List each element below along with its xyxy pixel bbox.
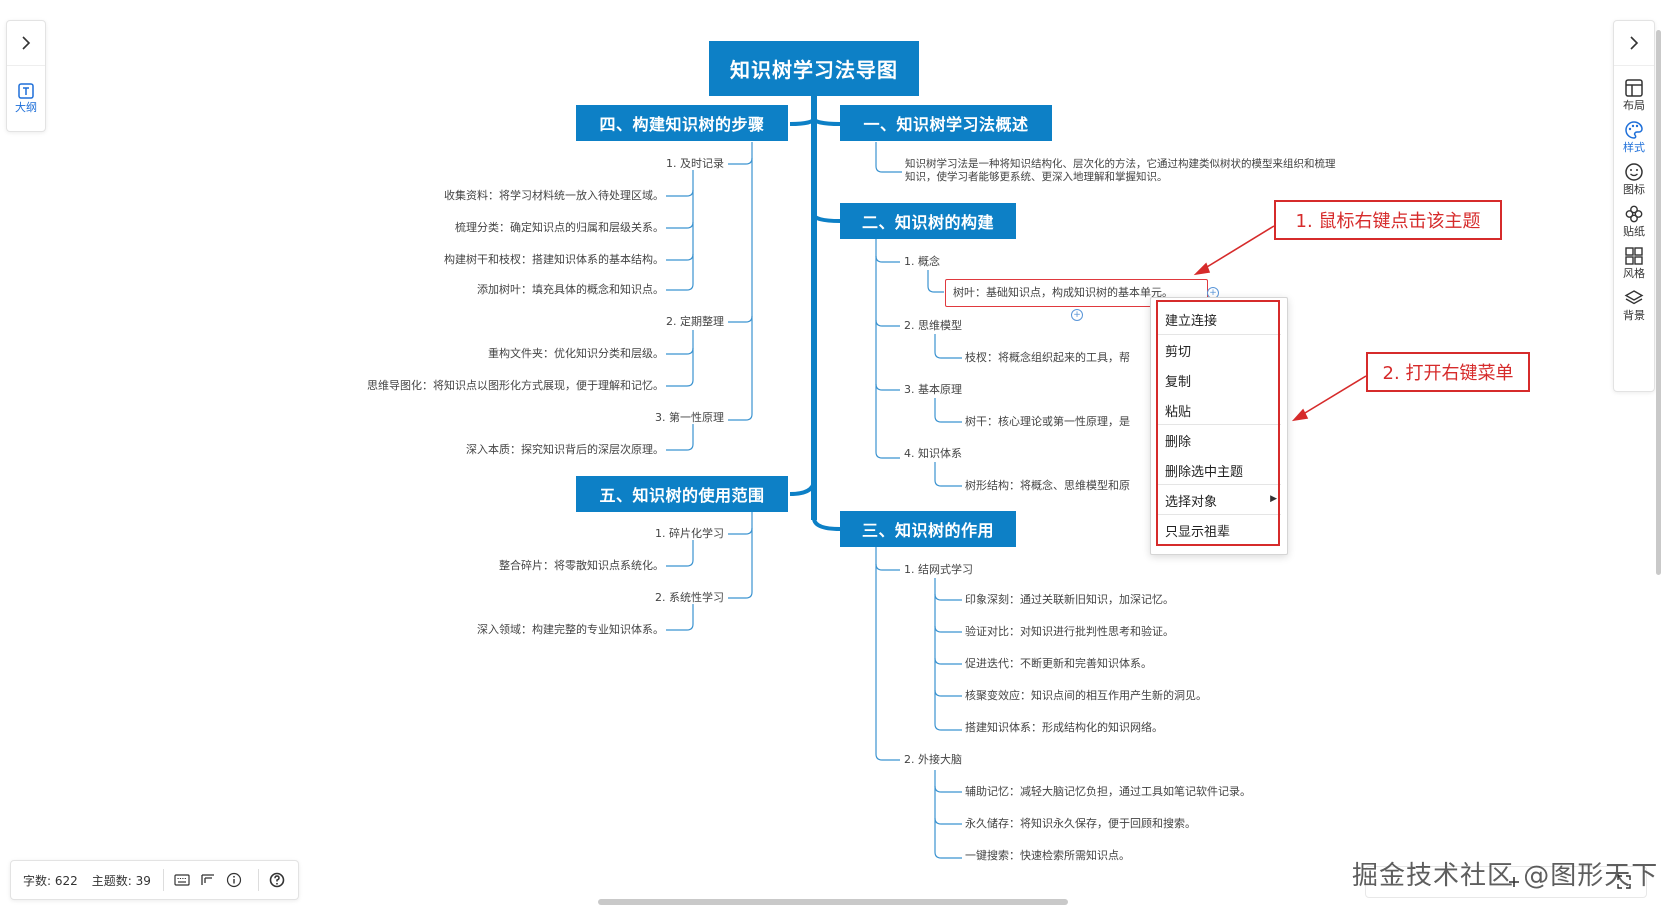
leaf-topic[interactable]: 整合碎片：将零散知识点系统化。: [499, 559, 664, 572]
watermark: 掘金技术社区 @图形天下: [1352, 861, 1659, 891]
subtopic[interactable]: 4. 知识体系: [904, 447, 962, 460]
status-bar: 字数: 622 主题数: 39: [10, 860, 299, 900]
leaf-topic[interactable]: 一键搜索：快速检索所需知识点。: [965, 849, 1130, 862]
menu-item-delete-selected[interactable]: 删除选中主题: [1165, 465, 1244, 480]
branch-steps[interactable]: 四、构建知识树的步骤: [576, 105, 788, 141]
vertical-scrollbar[interactable]: [1656, 30, 1661, 575]
outline-tool-label: 大纲: [15, 101, 37, 114]
background-tool[interactable]: 背景: [1614, 284, 1654, 326]
word-count: 字数: 622: [23, 873, 78, 888]
leaf-topic[interactable]: 收集资料：将学习材料统一放入待处理区域。: [444, 189, 664, 202]
icon-tool-label: 图标: [1623, 183, 1645, 196]
leaf-topic[interactable]: 搭建知识体系：形成结构化的知识网络。: [965, 721, 1163, 734]
status-divider: [162, 869, 164, 891]
leaf-topic[interactable]: 深入领域：构建完整的专业知识体系。: [477, 623, 664, 636]
right-panel: 布局 样式 图标 贴纸 风格 背景: [1613, 20, 1655, 392]
theme-style-tool[interactable]: 风格: [1614, 242, 1654, 284]
menu-divider: [1157, 334, 1281, 335]
leaf-topic-selected[interactable]: 树叶：基础知识点，构成知识树的基本单元。: [953, 286, 1173, 299]
leaf-topic[interactable]: 验证对比：对知识进行批判性思考和验证。: [965, 625, 1174, 638]
text-outline-icon: [18, 83, 34, 99]
palette-icon: [1625, 121, 1643, 139]
minimap-icon[interactable]: [198, 870, 218, 890]
callout-right-click: 1. 鼠标右键点击该主题: [1274, 200, 1502, 240]
layout-tool[interactable]: 布局: [1614, 74, 1654, 116]
submenu-arrow-icon: ▶: [1270, 494, 1277, 504]
fullscreen-icon[interactable]: [1616, 874, 1632, 890]
menu-item-show-ancestors[interactable]: 只显示祖辈: [1165, 525, 1231, 540]
leaf-topic[interactable]: 添加树叶：填充具体的概念和知识点。: [477, 283, 664, 296]
expand-right-panel-button[interactable]: [1614, 21, 1654, 66]
overview-desc[interactable]: 知识树学习法是一种将知识结构化、层次化的方法，它通过构建类似树状的模型来组织和梳…: [905, 158, 1336, 183]
status-divider: [257, 869, 259, 891]
leaf-topic[interactable]: 重构文件夹：优化知识分类和层级。: [488, 347, 664, 360]
branch-scope[interactable]: 五、知识树的使用范围: [576, 476, 788, 512]
root-topic[interactable]: 知识树学习法导图: [709, 41, 919, 96]
zoom-in-icon[interactable]: [1506, 874, 1522, 890]
subtopic[interactable]: 2. 思维模型: [904, 319, 962, 332]
menu-item-copy[interactable]: 复制: [1165, 375, 1192, 390]
grid-style-icon: [1625, 247, 1643, 265]
sticker-icon: [1625, 205, 1643, 223]
outline-tool[interactable]: 大纲: [7, 66, 45, 118]
leaf-topic[interactable]: 深入本质：探究知识背后的深层次原理。: [466, 443, 664, 456]
menu-item-cut[interactable]: 剪切: [1165, 345, 1192, 360]
menu-divider: [1157, 514, 1281, 515]
layout-tool-label: 布局: [1623, 99, 1645, 112]
subtopic[interactable]: 3. 第一性原理: [655, 411, 724, 424]
subtopic[interactable]: 2. 定期整理: [666, 315, 724, 328]
menu-divider: [1157, 424, 1281, 425]
sticker-tool[interactable]: 贴纸: [1614, 200, 1654, 242]
leaf-topic[interactable]: 印象深刻：通过关联新旧知识，加深记忆。: [965, 593, 1174, 606]
theme-style-tool-label: 风格: [1623, 267, 1645, 280]
leaf-topic[interactable]: 辅助记忆：减轻大脑记忆负担，通过工具如笔记软件记录。: [965, 785, 1251, 798]
sticker-tool-label: 贴纸: [1623, 225, 1645, 238]
keyboard-icon[interactable]: [172, 870, 192, 890]
leaf-topic[interactable]: 思维导图化：将知识点以图形化方式展现，便于理解和记忆。: [367, 379, 664, 392]
add-sibling-icon[interactable]: +: [1071, 309, 1083, 321]
style-tool[interactable]: 样式: [1614, 116, 1654, 158]
chevron-right-icon: [1630, 36, 1639, 50]
context-menu: 建立连接 剪切 复制 粘贴 删除 删除选中主题 选择对象 ▶ 只显示祖辈: [1150, 297, 1288, 555]
left-panel: 大纲: [6, 20, 46, 132]
layout-icon: [1625, 79, 1643, 97]
subtopic[interactable]: 2. 系统性学习: [655, 591, 724, 604]
menu-divider: [1157, 484, 1281, 485]
layers-icon: [1624, 290, 1644, 305]
background-tool-label: 背景: [1623, 309, 1645, 322]
topic-count: 主题数: 39: [91, 873, 151, 888]
style-tool-label: 样式: [1623, 141, 1645, 154]
icon-tool[interactable]: 图标: [1614, 158, 1654, 200]
branch-overview[interactable]: 一、知识树学习法概述: [840, 105, 1052, 141]
info-icon[interactable]: [224, 870, 244, 890]
subtopic[interactable]: 3. 基本原理: [904, 383, 962, 396]
help-icon[interactable]: [267, 870, 287, 890]
smiley-icon: [1625, 163, 1643, 181]
menu-item-delete[interactable]: 删除: [1165, 435, 1192, 450]
branch-function[interactable]: 三、知识树的作用: [840, 511, 1016, 547]
zoom-toolbar: [1365, 866, 1647, 898]
menu-item-select-object[interactable]: 选择对象: [1165, 495, 1218, 510]
menu-item-paste[interactable]: 粘贴: [1165, 405, 1192, 420]
menu-item-create-link[interactable]: 建立连接: [1165, 314, 1218, 329]
leaf-topic[interactable]: 树干：核心理论或第一性原理，是: [965, 415, 1130, 428]
branch-construction[interactable]: 二、知识树的构建: [840, 203, 1016, 239]
leaf-topic[interactable]: 永久储存：将知识永久保存，便于回顾和搜索。: [965, 817, 1196, 830]
leaf-topic[interactable]: 梳理分类：确定知识点的归属和层级关系。: [455, 221, 664, 234]
subtopic[interactable]: 1. 碎片化学习: [655, 527, 724, 540]
leaf-topic[interactable]: 树形结构：将概念、思维模型和原: [965, 479, 1130, 492]
horizontal-scrollbar[interactable]: [598, 899, 1068, 905]
leaf-topic[interactable]: 构建树干和枝杈：搭建知识体系的基本结构。: [444, 253, 664, 266]
leaf-topic[interactable]: 促进迭代：不断更新和完善知识体系。: [965, 657, 1152, 670]
leaf-topic[interactable]: 枝杈：将概念组织起来的工具，帮: [965, 351, 1130, 364]
callout-open-menu: 2. 打开右键菜单: [1366, 352, 1530, 392]
subtopic[interactable]: 1. 结网式学习: [904, 563, 973, 576]
chevron-right-icon: [22, 36, 31, 50]
subtopic[interactable]: 1. 及时记录: [666, 157, 724, 170]
subtopic[interactable]: 1. 概念: [904, 255, 940, 268]
subtopic[interactable]: 2. 外接大脑: [904, 753, 962, 766]
expand-left-panel-button[interactable]: [7, 21, 45, 66]
leaf-topic[interactable]: 核聚变效应：知识点间的相互作用产生新的洞见。: [965, 689, 1207, 702]
